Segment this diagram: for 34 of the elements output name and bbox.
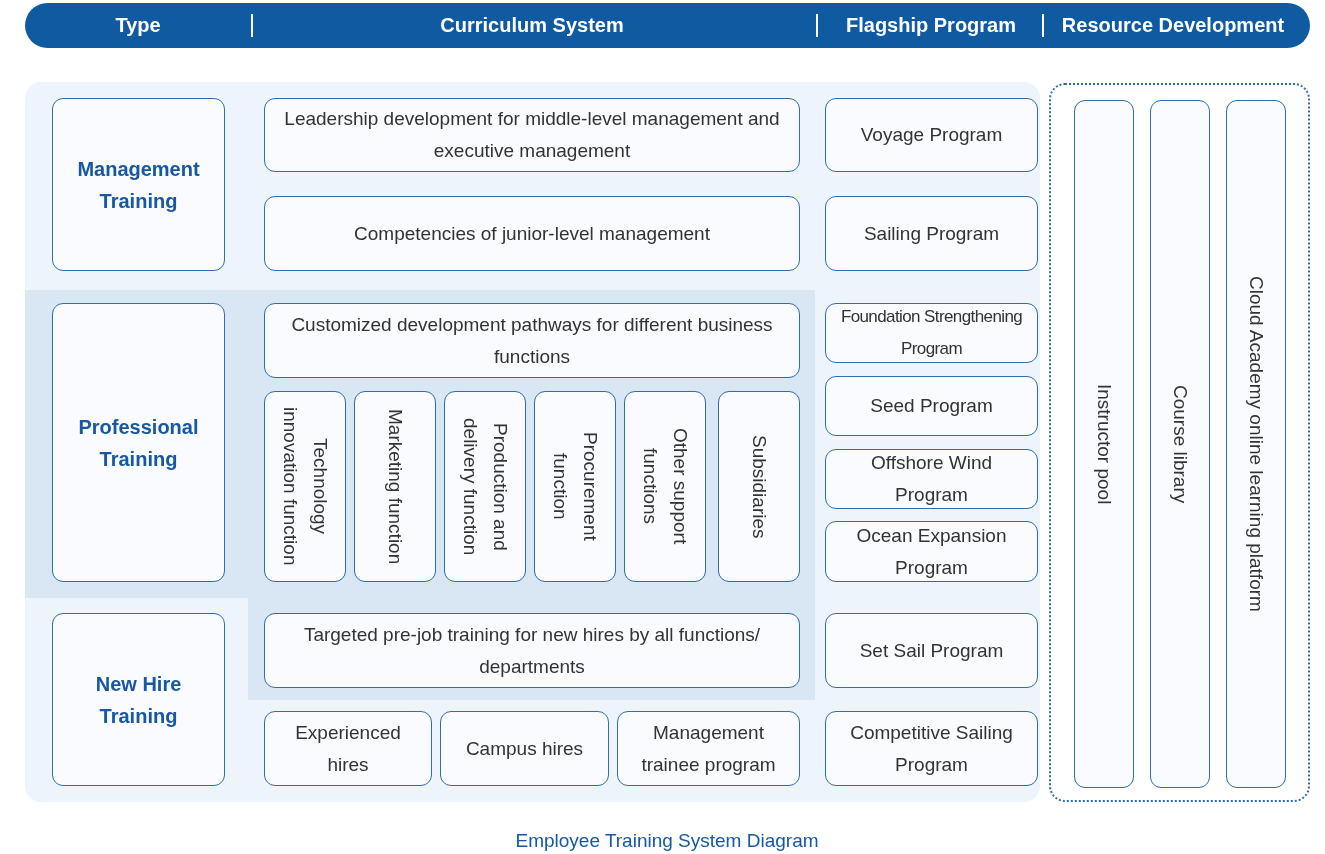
- header-bar: [25, 3, 1310, 48]
- column-header: Type: [115, 13, 161, 38]
- vertical-text-box: Marketing function: [354, 391, 436, 582]
- process-box: Set Sail Program: [825, 613, 1038, 688]
- process-box: Customized development pathways for different business functions: [264, 303, 800, 378]
- process-box: Experienced hires: [264, 711, 432, 786]
- process-box: Campus hires: [440, 711, 609, 786]
- process-box: Ocean Expansion Program: [825, 521, 1038, 582]
- category-box: New Hire Training: [52, 613, 225, 786]
- process-box: Sailing Program: [825, 196, 1038, 271]
- process-box: Leadership development for middle-level management and executive management: [264, 98, 800, 172]
- dotted-group-box: [1049, 83, 1310, 802]
- category-box: Professional Training: [52, 303, 225, 582]
- column-header: Flagship Program: [846, 13, 1016, 38]
- process-box: Foundation Strengthening Program: [825, 303, 1038, 363]
- vertical-text-box: Subsidiaries: [718, 391, 800, 582]
- column-header: Resource Development: [1061, 13, 1285, 38]
- process-box: Competencies of junior-level management: [264, 196, 800, 271]
- vertical-text-box: Cloud Academy online learning platform: [1226, 100, 1286, 788]
- process-box: Management trainee program: [617, 711, 800, 786]
- process-box: Voyage Program: [825, 98, 1038, 172]
- category-box: Management Training: [52, 98, 225, 271]
- process-box: Competitive Sailing Program: [825, 711, 1038, 786]
- vertical-text-box: Technology innovation function: [264, 391, 346, 582]
- vertical-text-box: Production and delivery function: [444, 391, 526, 582]
- vertical-text-box: Procurement function: [534, 391, 616, 582]
- process-box: Targeted pre-job training for new hires by all functions/ departments: [264, 613, 800, 688]
- vertical-text-box: Instructor pool: [1074, 100, 1134, 788]
- vertical-text-box: Other support functions: [624, 391, 706, 582]
- column-header: Curriculum System: [440, 13, 624, 38]
- process-box: Seed Program: [825, 376, 1038, 436]
- caption: Employee Training System Diagram: [515, 830, 819, 852]
- vertical-text-box: Course library: [1150, 100, 1210, 788]
- process-box: Offshore Wind Program: [825, 449, 1038, 509]
